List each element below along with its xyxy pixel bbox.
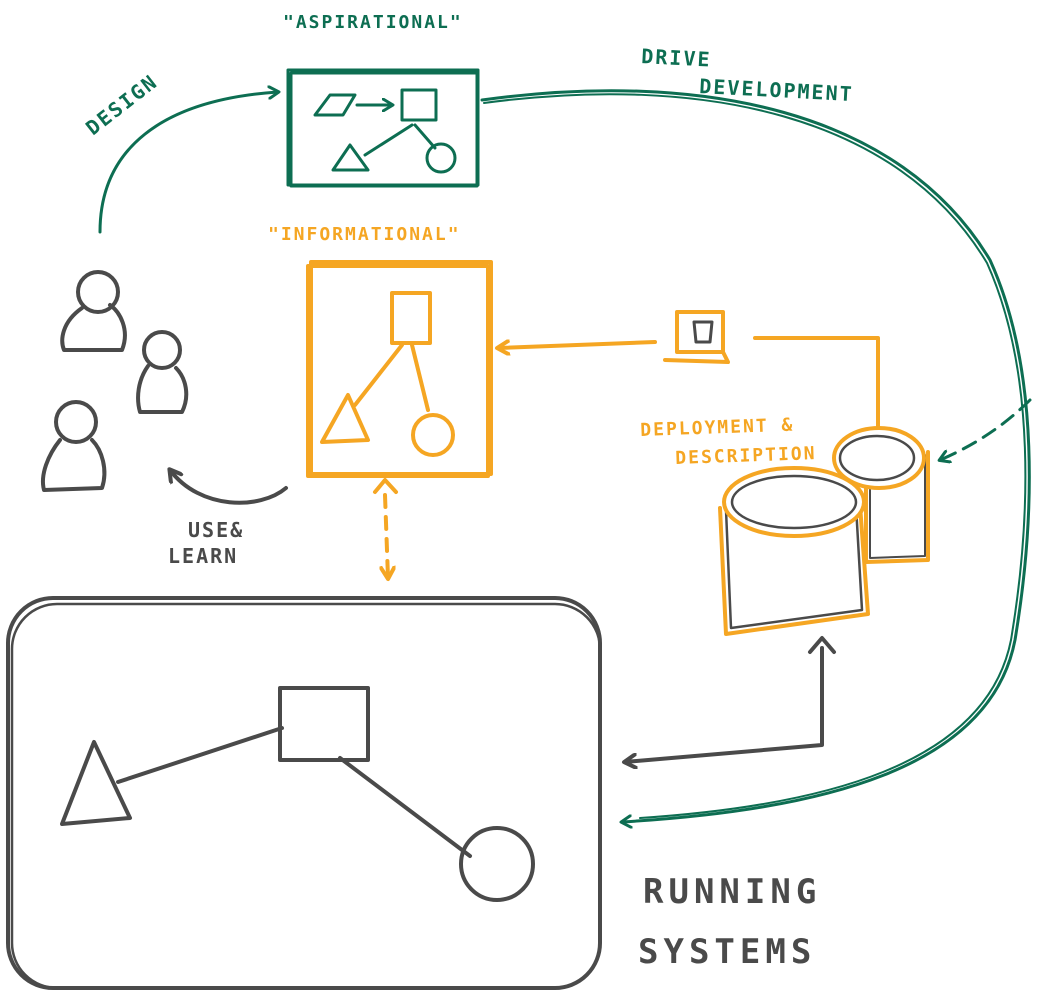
person-icon bbox=[136, 330, 189, 414]
aspirational-circle bbox=[425, 142, 457, 174]
running-link-right bbox=[338, 756, 472, 858]
informational-link-left bbox=[353, 343, 404, 407]
informational-diagram bbox=[306, 260, 493, 478]
drive-label: DRIVE bbox=[640, 44, 713, 72]
informational-triangle bbox=[320, 393, 370, 444]
drive-development-arrow bbox=[480, 89, 1031, 822]
aspirational-link bbox=[363, 123, 414, 157]
running-system-components bbox=[60, 686, 535, 902]
running-triangle bbox=[60, 740, 132, 826]
deployment-cylinders bbox=[718, 426, 930, 636]
informational-label: "INFORMATIONAL" bbox=[268, 224, 461, 245]
informational-running-link-head bbox=[373, 478, 398, 494]
informational-frame bbox=[306, 264, 490, 478]
running-circle bbox=[459, 826, 535, 902]
aspirational-label: "ASPIRATIONAL" bbox=[283, 12, 463, 33]
systems-label: SYSTEMS bbox=[638, 932, 817, 972]
informational-link-right bbox=[410, 343, 430, 412]
running-square bbox=[278, 686, 370, 762]
deployment-running-arrow-head bbox=[808, 636, 836, 654]
use-learn-arrow bbox=[170, 470, 288, 505]
use-learn-label-line1: USE& bbox=[188, 518, 245, 542]
aspirational-frame-echo bbox=[289, 71, 479, 188]
informational-frame-echo bbox=[309, 260, 493, 476]
laptop-icon bbox=[663, 310, 730, 364]
deployment-running-arrow bbox=[625, 646, 824, 762]
informational-circle bbox=[411, 413, 455, 457]
design-arrow bbox=[98, 92, 278, 234]
informational-square bbox=[390, 291, 432, 345]
use-learn-label-line2: LEARN bbox=[168, 544, 239, 568]
aspirational-diagram bbox=[286, 68, 480, 188]
aspirational-triangle bbox=[331, 143, 370, 172]
running-link-left bbox=[116, 726, 284, 784]
drive-development-branch bbox=[940, 398, 1032, 460]
person-icon bbox=[60, 270, 127, 352]
aspirational-link-2 bbox=[413, 123, 437, 150]
people-group bbox=[41, 270, 189, 492]
drive-development-arrow-echo bbox=[483, 93, 1027, 819]
running-system-frame bbox=[6, 596, 602, 990]
person-icon bbox=[41, 400, 107, 492]
aspirational-square bbox=[400, 88, 438, 122]
laptop-to-informational-arrow bbox=[498, 342, 657, 348]
aspirational-parallelogram bbox=[313, 93, 357, 117]
running-label: RUNNING bbox=[643, 872, 822, 912]
laptop-to-deployment-line bbox=[753, 336, 880, 432]
informational-running-link bbox=[385, 493, 388, 578]
